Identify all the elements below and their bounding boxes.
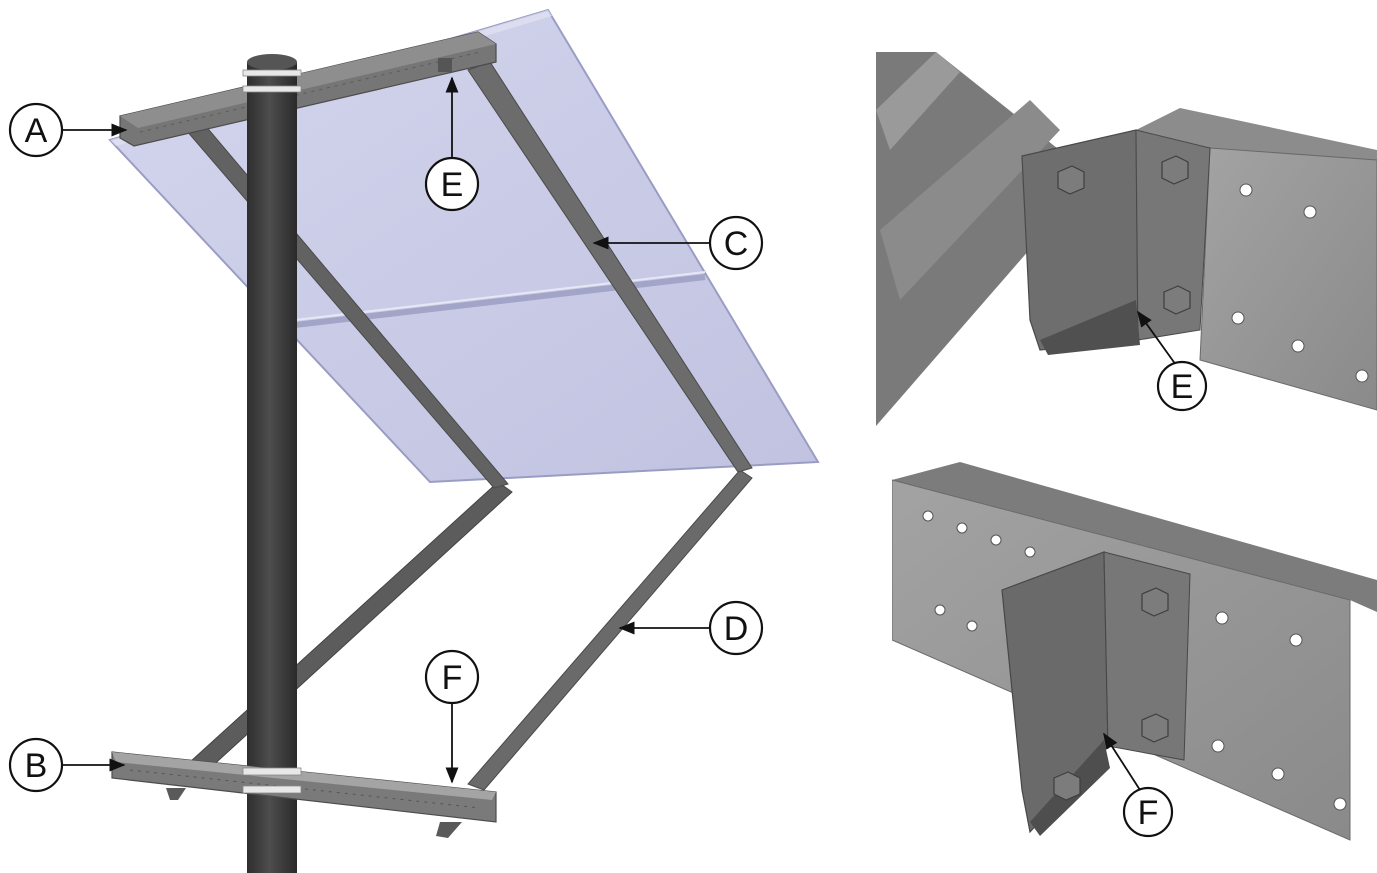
detail-f-label: F [1138, 794, 1159, 832]
callout-b: B [8, 737, 126, 793]
detail-e-holes [1231, 183, 1369, 383]
callout-f-main: F [424, 649, 480, 784]
lower-crossbeam-b [111, 751, 497, 838]
mounting-pole [242, 54, 302, 873]
detail-view-f: F [892, 462, 1377, 873]
callout-b-label: B [25, 747, 48, 785]
callout-a: A [8, 102, 128, 158]
callout-e-main: E [424, 76, 480, 212]
callout-d-label: D [724, 610, 749, 648]
upper-crossbeam-a [119, 31, 497, 147]
detail-e-bolts [1057, 155, 1191, 315]
detail-e-label: E [1171, 368, 1194, 406]
callout-e-label: E [441, 166, 464, 204]
callout-e-detail: E [1137, 310, 1208, 412]
pole-clamp-upper [242, 69, 302, 77]
detail-view-e: E [876, 52, 1377, 426]
bracket-e [438, 58, 452, 72]
callout-f-label: F [442, 659, 463, 697]
callout-c-label: C [724, 225, 749, 263]
callout-f-detail: F [1103, 732, 1174, 838]
detail-f-bolts [1053, 587, 1169, 801]
callout-c: C [592, 215, 764, 271]
callout-d: D [618, 600, 764, 656]
main-assembly-view: A E C D F B [8, 8, 820, 873]
callout-a-label: A [25, 112, 48, 150]
pole-clamp-lower [242, 767, 302, 776]
detail-f-holes [922, 510, 1347, 811]
